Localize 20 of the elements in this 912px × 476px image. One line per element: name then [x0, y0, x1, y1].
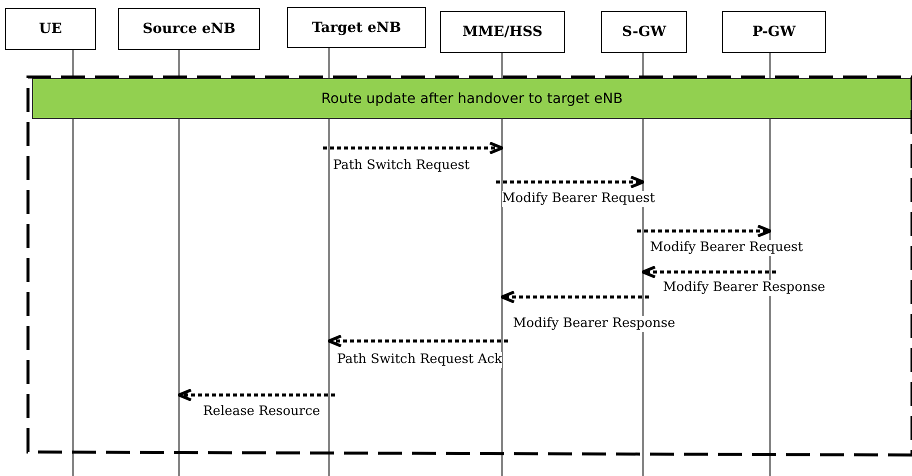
- edge-label: Modify Bearer Response: [663, 280, 826, 296]
- edge-label: Path Switch Request Ack: [337, 352, 502, 368]
- message-arrow: [642, 266, 776, 278]
- message-arrow: [328, 334, 508, 348]
- participant-box: UE: [5, 8, 96, 50]
- message-arrow: [500, 290, 649, 304]
- participant-box: P-GW: [722, 11, 826, 53]
- section-band: Route update after handover to target eNB: [32, 78, 912, 119]
- edge-label: Modify Bearer Request: [502, 191, 655, 207]
- message-arrow: [323, 142, 504, 154]
- edge-label: Path Switch Request: [333, 158, 470, 174]
- edge-label: Modify Bearer Response: [513, 316, 676, 332]
- participant-box: Source eNB: [118, 8, 260, 50]
- participant-box: MME/HSS: [440, 11, 565, 53]
- message-arrow: [178, 388, 335, 402]
- message-arrow: [637, 224, 772, 238]
- message-arrow: [496, 176, 644, 188]
- edge-label: Modify Bearer Request: [650, 240, 803, 256]
- participant-box: Target eNB: [287, 7, 426, 48]
- participant-box: S-GW: [601, 11, 687, 53]
